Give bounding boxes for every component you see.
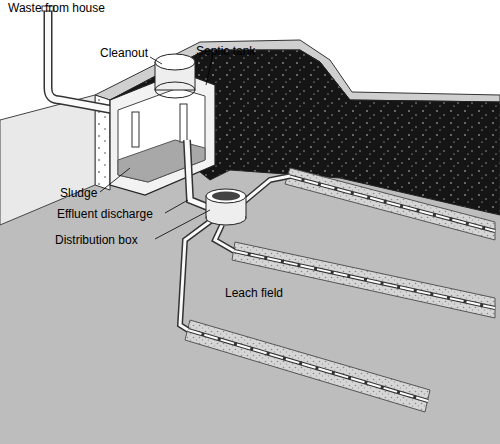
callout-label: Sludge — [60, 186, 97, 200]
distribution-pipes — [180, 176, 290, 330]
outlet-baffle — [180, 104, 187, 142]
leach-trenches — [185, 168, 495, 412]
perforated-pipe — [188, 330, 428, 401]
perforated-pipe-inner — [188, 330, 428, 401]
leader-line — [155, 210, 210, 239]
inlet-baffle — [132, 112, 139, 147]
callout-label: Waste from house — [8, 1, 105, 15]
cleanout-base — [155, 82, 195, 98]
callout-label: Effluent discharge — [57, 207, 153, 221]
trench — [185, 320, 430, 412]
inlet-pipe — [48, 8, 125, 112]
distribution-box-opening — [212, 192, 240, 201]
cleanout-lid — [155, 54, 195, 70]
distribution-pipes-outline — [180, 176, 290, 330]
distribution-box-top — [206, 189, 246, 203]
callout-label: Leach field — [225, 286, 283, 300]
soil-section — [110, 50, 500, 215]
leader-line — [165, 200, 188, 213]
perforated-pipe-inner — [288, 176, 495, 231]
trench — [285, 168, 495, 240]
leader-line — [150, 57, 162, 64]
leader-line — [100, 168, 130, 192]
callout-label: Septic tank — [196, 44, 255, 58]
callout-label: Cleanout — [100, 46, 148, 60]
ground-cut — [0, 95, 95, 225]
inlet-pipe-outline — [48, 8, 125, 112]
leader-line — [206, 58, 212, 85]
perforated-pipe — [288, 176, 495, 231]
trench — [232, 242, 495, 318]
callout-label: Distribution box — [55, 233, 138, 247]
